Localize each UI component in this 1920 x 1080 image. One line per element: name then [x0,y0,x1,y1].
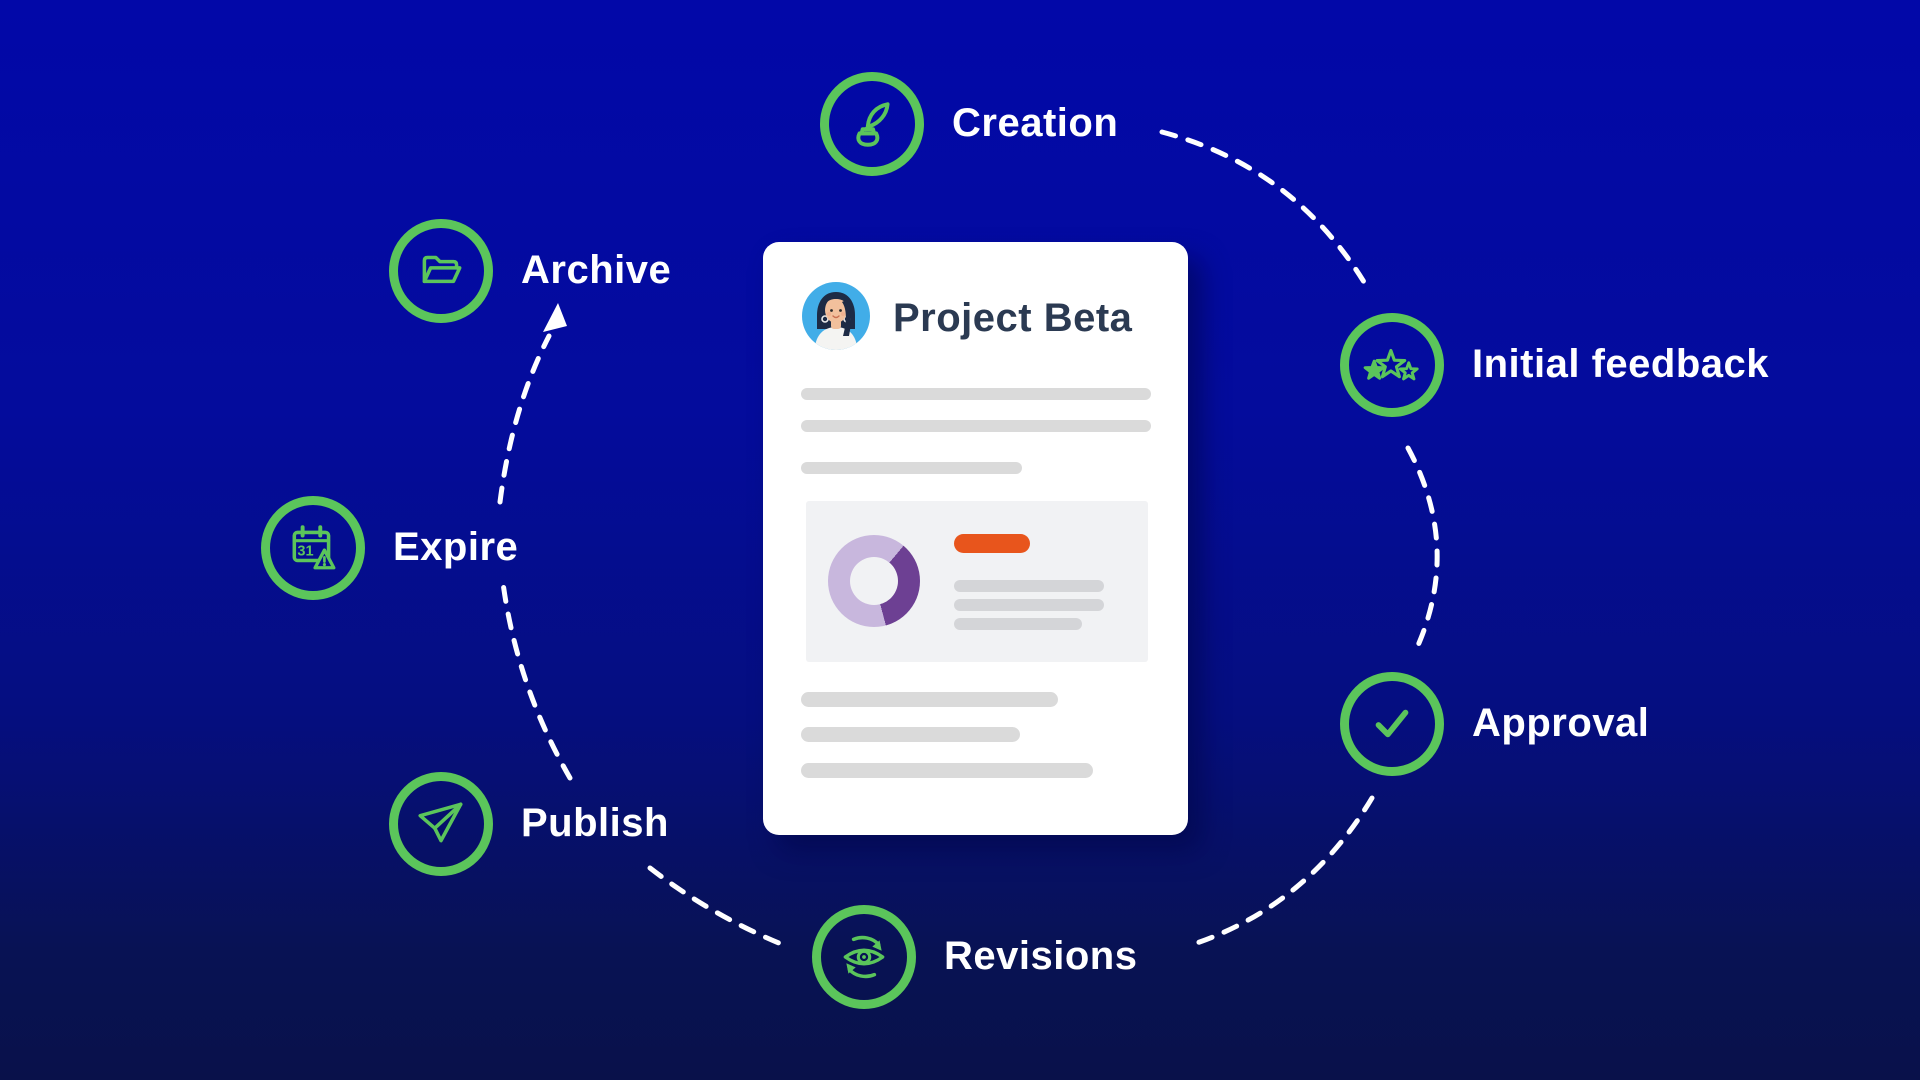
stars-icon [1363,348,1419,381]
expire-circle: 31 [261,496,365,600]
stage-label-publish: Publish [521,801,669,845]
paper-plane-icon [418,802,463,843]
text-placeholder-bar [801,388,1151,400]
arc-approval-revisions [1185,795,1375,949]
stage-revisions: Revisions [812,905,1142,1009]
arc-creation-feedback [1159,129,1373,295]
project-card: Project Beta [763,242,1188,835]
stage-expire: 31 Expire [261,496,591,600]
creation-circle [820,72,924,176]
stage-label-initial-feedback: Initial feedback [1472,342,1769,386]
stage-publish: Publish [389,772,719,876]
stage-label-revisions: Revisions [944,934,1138,978]
open-folder-icon [422,255,462,284]
approval-circle [1340,672,1444,776]
publish-circle [389,772,493,876]
stage-label-archive: Archive [521,248,672,292]
arc-publish-expire [500,580,573,781]
text-placeholder-bar [801,727,1020,742]
stage-label-approval: Approval [1472,701,1650,745]
calendar-expire-icon: 31 [292,525,336,570]
stage-archive: Archive [389,219,719,323]
text-placeholder-bar [954,618,1082,630]
text-placeholder-bar [954,599,1104,611]
donut-chart-placeholder [828,535,920,627]
arc-feedback-approval [1405,445,1440,653]
chart-panel [806,501,1148,662]
person-avatar-illustration [815,292,857,350]
stage-approval: Approval [1340,672,1670,776]
stage-label-expire: Expire [393,525,519,569]
stage-initial-feedback: Initial feedback [1340,313,1768,417]
avatar [802,282,870,350]
stage-creation: Creation [820,72,1150,176]
arc-publish-revisions [647,865,789,949]
text-placeholder-bar [801,462,1022,474]
quill-icon [856,102,890,147]
feedback-circle [1340,313,1444,417]
archive-circle [389,219,493,323]
highlight-bar [954,534,1030,553]
revisions-circle [812,905,916,1009]
stage-label-creation: Creation [952,101,1119,145]
card-title: Project Beta [893,296,1133,340]
text-placeholder-bar [954,580,1104,592]
calendar-day-text: 31 [297,543,313,559]
text-placeholder-bar [801,763,1093,778]
text-placeholder-bar [801,420,1151,432]
eye-cycle-icon [843,935,885,979]
text-placeholder-bar [801,692,1058,707]
arc-expire-archive [497,333,552,505]
check-icon [1375,709,1409,738]
